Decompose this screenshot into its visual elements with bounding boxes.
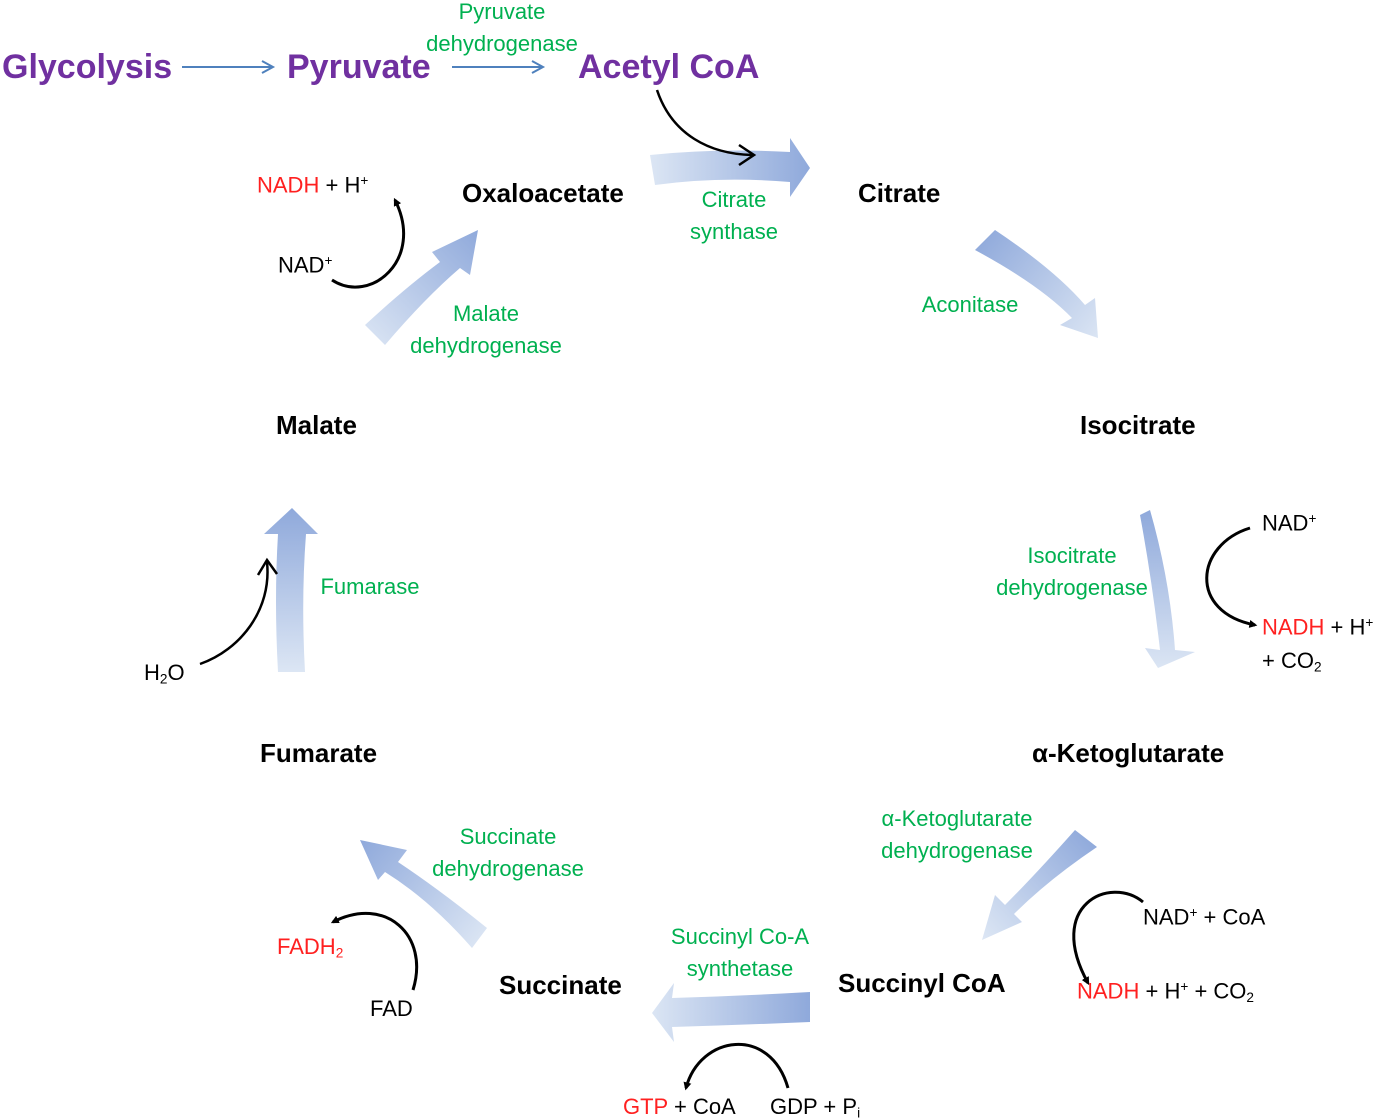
enzyme-aconitase: Aconitase bbox=[921, 292, 1019, 317]
isocitrate-dh-product-co2: + CO2 bbox=[1262, 648, 1322, 675]
pyruvate-dehydrogenase-label: Pyruvate dehydrogenase bbox=[426, 0, 578, 56]
malate-dh-product-nadh: NADH + H+ bbox=[257, 172, 369, 198]
akg-dh-nad-arrow bbox=[1072, 890, 1144, 986]
enzyme-succinyl-coa-synthetase: Succinyl Co-A synthetase bbox=[670, 924, 810, 981]
enzyme-succinate-dehydrogenase: Succinate dehydrogenase bbox=[432, 824, 584, 881]
metabolite-fumarate: Fumarate bbox=[260, 738, 378, 768]
succinate-dh-substrate-fad: FAD bbox=[370, 996, 413, 1021]
enzyme-citrate-synthase: Citrate synthase bbox=[689, 187, 779, 244]
enzyme-isocitrate-dehydrogenase: Isocitrate dehydrogenase bbox=[996, 543, 1148, 600]
cycle-arrow-isocitrate-dh bbox=[1140, 510, 1195, 668]
metabolite-isocitrate: Isocitrate bbox=[1080, 410, 1196, 440]
metabolite-succinate: Succinate bbox=[499, 970, 622, 1000]
cycle-arrow-akg-dh bbox=[982, 830, 1097, 940]
glycolysis-label: Glycolysis bbox=[2, 48, 173, 86]
enzyme-malate-dehydrogenase: Malate dehydrogenase bbox=[410, 301, 562, 358]
succinyl-coa-synthetase-product-gtp: GTP + CoA bbox=[623, 1094, 736, 1119]
cycle-arrow-succinate-dh bbox=[360, 840, 487, 948]
succinate-dh-fad-arrow bbox=[330, 911, 419, 991]
fumarase-substrate-water: H2O bbox=[144, 660, 185, 687]
cycle-arrow-malate-dh bbox=[365, 230, 478, 345]
succinate-dh-product-fadh2: FADH2 bbox=[277, 934, 344, 961]
akg-dh-product-nadh-co2: NADH + H+ + CO2 bbox=[1077, 978, 1254, 1005]
cycle-arrow-aconitase bbox=[975, 230, 1098, 338]
succinyl-coa-synthetase-substrate-gdp: GDP + Pi bbox=[770, 1094, 861, 1120]
isocitrate-dh-nad-arrow bbox=[1205, 526, 1258, 628]
enzyme-akg-dehydrogenase: α-Ketoglutarate dehydrogenase bbox=[881, 806, 1033, 863]
succinyl-coa-synthetase-gdp-arrow bbox=[683, 1043, 790, 1091]
acetyl-coa-label: Acetyl CoA bbox=[578, 48, 760, 86]
acetylcoa-entry-arrow bbox=[655, 89, 753, 157]
metabolite-citrate: Citrate bbox=[858, 178, 941, 208]
metabolite-alpha-ketoglutarate: α-Ketoglutarate bbox=[1032, 738, 1225, 768]
metabolite-malate: Malate bbox=[276, 410, 357, 440]
metabolite-oxaloacetate: Oxaloacetate bbox=[462, 178, 624, 208]
cycle-arrow-citrate-synthase bbox=[650, 138, 810, 197]
isocitrate-dh-substrate-nad: NAD+ bbox=[1262, 510, 1317, 536]
fumarase-water-arrowhead bbox=[256, 557, 279, 576]
acetylcoa-entry-arrowhead bbox=[738, 143, 757, 167]
enzyme-fumarase: Fumarase bbox=[320, 574, 420, 599]
pyruvate-to-acetylcoa-arrow bbox=[452, 60, 546, 74]
metabolite-succinyl-coa: Succinyl CoA bbox=[838, 968, 1006, 998]
malate-dh-nad-arrow bbox=[331, 197, 406, 289]
fumarase-water-arrow bbox=[199, 561, 269, 666]
malate-dh-substrate-nad: NAD+ bbox=[278, 252, 333, 278]
glycolysis-to-pyruvate-arrow bbox=[182, 60, 276, 74]
cycle-arrow-succinyl-coa-synthetase bbox=[652, 983, 810, 1042]
cycle-arrow-fumarase bbox=[264, 508, 318, 672]
isocitrate-dh-product-nadh: NADH + H+ bbox=[1262, 614, 1374, 640]
akg-dh-substrate-nad-coa: NAD+ + CoA bbox=[1143, 904, 1266, 930]
pyruvate-label: Pyruvate bbox=[287, 48, 431, 86]
